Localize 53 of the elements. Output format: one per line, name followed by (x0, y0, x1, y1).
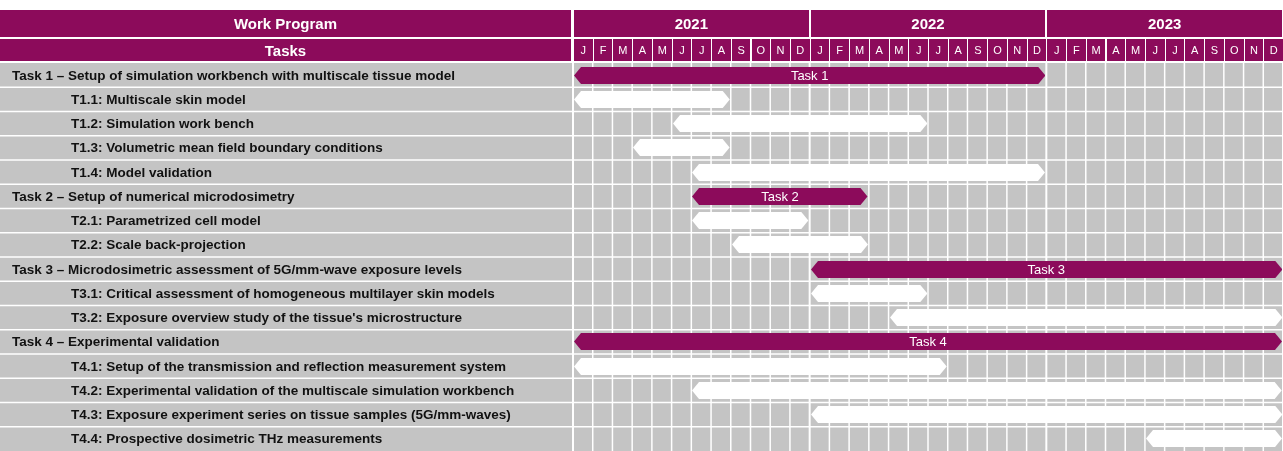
subtask-bar (1145, 430, 1282, 448)
month-header: A (1105, 39, 1126, 61)
subtask-bar (810, 406, 1282, 424)
month-header: A (868, 39, 889, 61)
task-bar (574, 333, 1282, 351)
month-header: O (1223, 39, 1244, 61)
month-header: J (928, 39, 948, 61)
month-header: D (789, 39, 810, 61)
bar-label: Task 1 (789, 66, 830, 84)
month-header: D (1263, 39, 1283, 61)
month-header: M (1125, 39, 1145, 61)
month-header: S (967, 39, 988, 61)
month-header: M (612, 39, 633, 61)
month-header: F (592, 39, 613, 61)
year-header: 2022 (810, 10, 1046, 37)
subtask-bar (889, 309, 1282, 327)
month-header: J (691, 39, 712, 61)
month-header: N (1243, 39, 1264, 61)
month-header: J (1046, 39, 1067, 61)
month-header: M (888, 39, 909, 61)
month-header: S (1204, 39, 1224, 61)
month-header: J (809, 39, 830, 61)
month-header: D (1026, 39, 1047, 61)
month-header: O (987, 39, 1007, 61)
bar-label: Task 2 (760, 187, 800, 205)
month-header: M (651, 39, 672, 61)
header-cell: Tasks (0, 39, 571, 61)
month-header: S (730, 39, 751, 61)
month-header: J (908, 39, 928, 61)
subtask-bar (731, 236, 868, 254)
month-header: J (671, 39, 692, 61)
month-header: N (1006, 39, 1027, 61)
month-header: J (1144, 39, 1165, 61)
month-header: F (829, 39, 850, 61)
month-header: F (1066, 39, 1086, 61)
month-header: O (750, 39, 771, 61)
month-header: J (573, 39, 593, 61)
month-header: M (849, 39, 869, 61)
month-header: A (711, 39, 731, 61)
month-header: A (1184, 39, 1205, 61)
year-header: 2021 (574, 10, 809, 37)
subtask-bar (672, 115, 927, 133)
bar-label: Task 4 (908, 333, 948, 351)
month-header: M (1085, 39, 1106, 61)
month-header: N (770, 39, 790, 61)
header-cell: Work Program (0, 10, 571, 37)
year-header: 2023 (1047, 10, 1282, 37)
month-header: A (632, 39, 652, 61)
month-header: J (1164, 39, 1185, 61)
subtask-bar (692, 212, 809, 230)
subtask-bar (633, 139, 730, 157)
month-header: A (947, 39, 968, 61)
bar-label: Task 3 (1026, 260, 1067, 278)
